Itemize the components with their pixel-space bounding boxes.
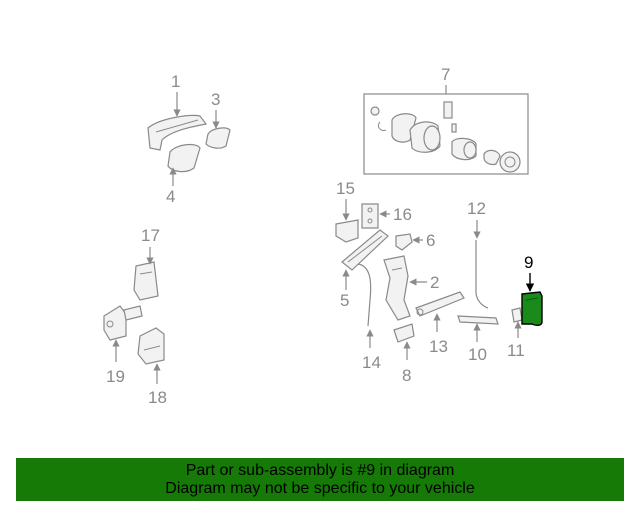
part-15-bracket xyxy=(335,219,359,243)
part-2-latch xyxy=(383,255,411,321)
banner-line-1: Part or sub-assembly is #9 in diagram xyxy=(185,462,455,479)
part-16-plate xyxy=(361,203,379,229)
callout-18: 18 xyxy=(148,388,167,407)
callout-4: 4 xyxy=(166,187,175,206)
callout-19: 19 xyxy=(106,367,125,386)
callout-11: 11 xyxy=(507,341,525,360)
part-10-rod xyxy=(457,315,499,325)
banner-line-2: Diagram may not be specific to your vehi… xyxy=(165,480,475,497)
callout-10: 10 xyxy=(468,345,487,364)
part-19-hinge xyxy=(103,305,143,341)
callout-1: 1 xyxy=(171,72,180,91)
callout-17: 17 xyxy=(141,226,160,245)
callout-3: 3 xyxy=(211,90,220,109)
part-5-bracket xyxy=(341,229,389,271)
info-banner: Part or sub-assembly is #9 in diagram Di… xyxy=(16,458,624,501)
callout-13: 13 xyxy=(429,337,448,356)
part-7-lock-cylinder xyxy=(370,101,521,173)
part-1-outer-handle xyxy=(147,114,208,151)
part-14-rod xyxy=(357,263,372,327)
part-17-door-check xyxy=(133,261,159,301)
callout-15: 15 xyxy=(336,179,355,198)
part-6-clip xyxy=(395,233,413,251)
callout-7: 7 xyxy=(441,65,450,84)
callout-16: 16 xyxy=(393,205,412,224)
part-3-handle-cap xyxy=(205,127,231,149)
callout-8: 8 xyxy=(402,366,411,385)
part-18-hinge xyxy=(137,327,165,365)
callout-6: 6 xyxy=(426,231,435,250)
callout-12: 12 xyxy=(467,199,486,218)
callout-2: 2 xyxy=(430,273,439,292)
callout-14: 14 xyxy=(362,353,381,372)
part-9-highlighted xyxy=(521,291,543,327)
part-8-bracket xyxy=(393,323,415,343)
callout-9: 9 xyxy=(524,253,533,272)
part-12-rod xyxy=(475,240,489,309)
part-13-link-rod xyxy=(415,291,465,317)
part-4-gasket xyxy=(167,143,201,173)
part-11-clip xyxy=(511,307,523,323)
callout-5: 5 xyxy=(340,291,349,310)
